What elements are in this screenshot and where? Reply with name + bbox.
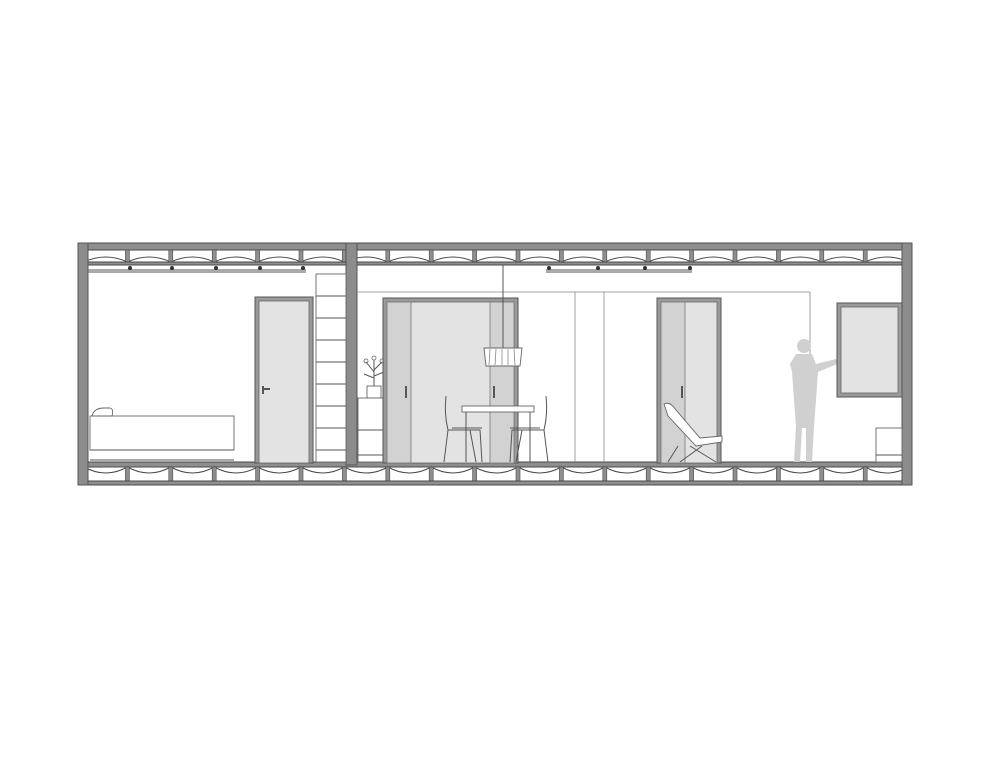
vault-arch bbox=[387, 249, 432, 263]
potted-plant bbox=[363, 355, 385, 399]
vault-arch bbox=[300, 466, 345, 482]
vault-rib bbox=[776, 466, 781, 482]
vault-arch bbox=[343, 466, 389, 482]
vault-rib bbox=[559, 249, 564, 263]
vault-arch bbox=[430, 466, 476, 482]
vault-rib bbox=[776, 249, 781, 263]
vault-arch bbox=[777, 466, 823, 482]
roof-slab bbox=[77, 242, 913, 266]
vault-arch bbox=[777, 249, 823, 263]
dining-table bbox=[461, 405, 535, 462]
vault-rib bbox=[515, 249, 521, 263]
vault-rib bbox=[168, 466, 174, 482]
vault-rib bbox=[298, 249, 304, 263]
bed bbox=[89, 407, 235, 461]
vault-arch bbox=[821, 249, 866, 263]
stool bbox=[875, 427, 903, 463]
vault-arch bbox=[734, 249, 779, 263]
vault-rib bbox=[472, 249, 477, 263]
vault-rib bbox=[298, 466, 304, 482]
right-exterior-wall bbox=[901, 242, 913, 486]
sliding-door-wide bbox=[382, 297, 519, 464]
vault-rib bbox=[645, 466, 651, 482]
vault-rib bbox=[125, 466, 130, 482]
floor-vault-row bbox=[81, 466, 910, 482]
vault-arch bbox=[691, 466, 736, 482]
vault-rib bbox=[645, 249, 651, 263]
partition-wall bbox=[345, 242, 358, 466]
wall-artwork bbox=[836, 302, 903, 398]
ladder-shelf bbox=[315, 273, 347, 463]
vault-arch bbox=[474, 466, 519, 482]
vault-arch bbox=[126, 249, 172, 263]
sliding-door-narrow bbox=[656, 297, 722, 464]
vault-arch bbox=[257, 249, 302, 263]
vault-rib bbox=[732, 466, 738, 482]
vault-arch bbox=[213, 466, 259, 482]
vault-rib bbox=[255, 249, 260, 263]
vault-arch bbox=[691, 249, 736, 263]
vault-rib bbox=[515, 466, 521, 482]
ceiling-rail-right bbox=[546, 266, 692, 273]
dining-chair bbox=[443, 395, 483, 463]
vault-rib bbox=[862, 249, 868, 263]
vault-arch bbox=[300, 249, 345, 263]
vault-arch bbox=[604, 249, 649, 263]
vault-arch bbox=[126, 466, 172, 482]
vault-arch bbox=[647, 249, 693, 263]
dining-chair bbox=[509, 395, 549, 463]
vault-rib bbox=[385, 249, 391, 263]
vault-rib bbox=[472, 466, 477, 482]
vault-rib bbox=[125, 249, 130, 263]
vault-rib bbox=[559, 466, 564, 482]
vault-rib bbox=[689, 466, 694, 482]
vault-rib bbox=[342, 466, 347, 482]
vault-arch bbox=[83, 249, 128, 263]
floor-slab bbox=[77, 461, 913, 486]
vault-arch bbox=[517, 466, 562, 482]
vault-arch bbox=[213, 249, 259, 263]
vault-rib bbox=[689, 249, 694, 263]
left-exterior-wall bbox=[77, 242, 89, 486]
vault-arch bbox=[560, 466, 606, 482]
vault-rib bbox=[819, 466, 825, 482]
vault-arch bbox=[604, 466, 649, 482]
vault-arch bbox=[170, 466, 215, 482]
vault-rib bbox=[168, 249, 174, 263]
vault-rib bbox=[862, 466, 868, 482]
side-cabinet bbox=[357, 397, 388, 463]
vault-arch bbox=[647, 466, 693, 482]
vault-rib bbox=[602, 466, 608, 482]
vault-rib bbox=[211, 466, 217, 482]
vault-arch bbox=[257, 466, 302, 482]
vault-arch bbox=[560, 249, 606, 263]
vault-rib bbox=[428, 249, 434, 263]
roof-vault-row bbox=[81, 249, 910, 263]
standing-person bbox=[790, 339, 842, 462]
vault-rib bbox=[732, 249, 738, 263]
vault-rib bbox=[428, 466, 434, 482]
vault-arch bbox=[517, 249, 562, 263]
vault-arch bbox=[430, 249, 476, 263]
vault-arch bbox=[83, 466, 128, 482]
vault-rib bbox=[385, 466, 391, 482]
vault-arch bbox=[821, 466, 866, 482]
pendant-lamp bbox=[483, 265, 523, 367]
lounge-chair bbox=[663, 402, 723, 463]
vault-arch bbox=[170, 249, 215, 263]
ceiling-rail-left bbox=[88, 266, 306, 273]
vault-arch bbox=[474, 249, 519, 263]
vault-arch bbox=[734, 466, 779, 482]
vault-rib bbox=[255, 466, 260, 482]
bedroom-door bbox=[254, 296, 314, 464]
vault-rib bbox=[211, 249, 217, 263]
vault-rib bbox=[819, 249, 825, 263]
vault-arch bbox=[387, 466, 432, 482]
vault-rib bbox=[602, 249, 608, 263]
